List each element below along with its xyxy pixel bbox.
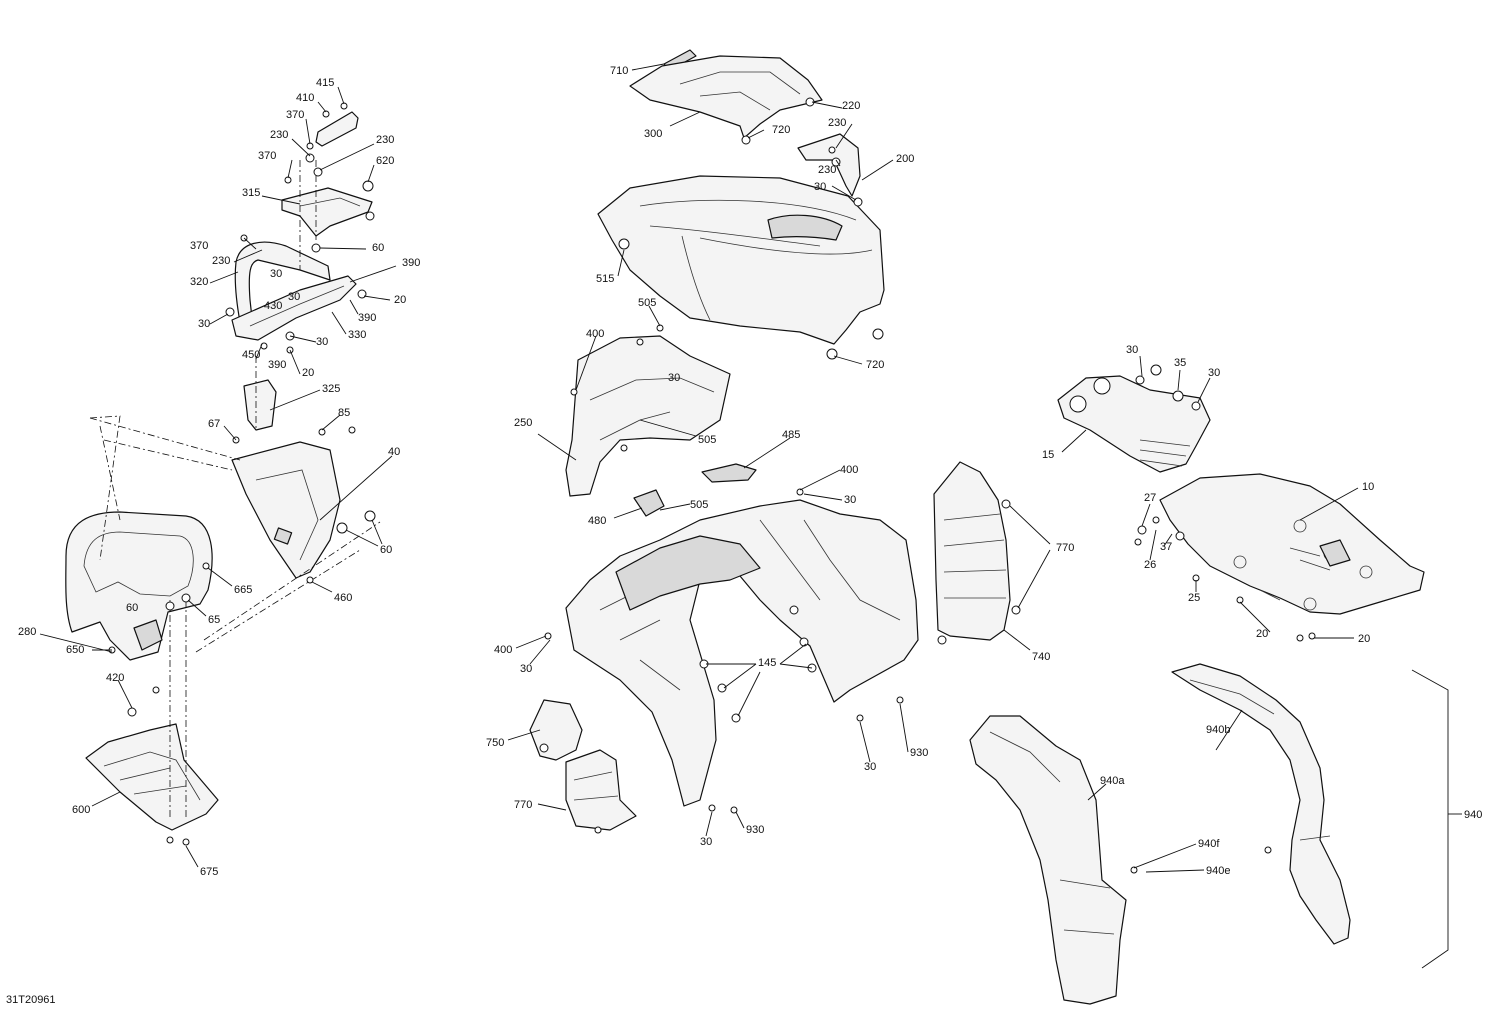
callout-label: 390: [402, 257, 420, 269]
callout-label: 26: [1144, 559, 1156, 571]
callout-label: 320: [190, 276, 208, 288]
callout-label: 30: [520, 663, 532, 675]
leader-lines: [39, 63, 1462, 873]
left-bracket-assembly: [65, 111, 373, 831]
callout-label: 30: [1208, 367, 1220, 379]
callout-label: 25: [1188, 592, 1200, 604]
callout-label: 505: [698, 434, 716, 446]
callout-label: 60: [126, 602, 138, 614]
callout-label: 620: [376, 155, 394, 167]
callout-label: 35: [1174, 357, 1186, 369]
callout-label: 720: [772, 124, 790, 136]
callout-label: 30: [198, 318, 210, 330]
callout-label: 220: [842, 100, 860, 112]
callout-label: 230: [270, 129, 288, 141]
callout-label: 750: [486, 737, 504, 749]
callout-label: 480: [588, 515, 606, 527]
callout-label: 370: [190, 240, 208, 252]
callout-label: 300: [644, 128, 662, 140]
callout-label: 505: [638, 297, 656, 309]
callout-label: 200: [896, 153, 914, 165]
callout-label: 460: [334, 592, 352, 604]
center-top-assembly: [597, 49, 885, 345]
callout-label: 400: [586, 328, 604, 340]
callout-label: 720: [866, 359, 884, 371]
callout-label: 67: [208, 418, 220, 430]
callout-label: 30: [864, 761, 876, 773]
fasteners: [108, 97, 1316, 874]
callout-label: 940a: [1100, 775, 1125, 787]
callout-label: 770: [514, 799, 532, 811]
mudguard-assembly: [969, 663, 1449, 1005]
callout-label: 230: [828, 117, 846, 129]
callout-label: 675: [200, 866, 218, 878]
callout-label: 60: [380, 544, 392, 556]
callout-label: 430: [264, 300, 282, 312]
callout-label: 410: [296, 92, 314, 104]
callout-label: 27: [1144, 492, 1156, 504]
callout-labels: 415 410 370 230 230 370 620 315 370 230 …: [18, 65, 1482, 878]
callout-label: 40: [388, 446, 400, 458]
callout-label: 30: [316, 336, 328, 348]
callout-label: 940: [1464, 809, 1482, 821]
callout-label: 30: [668, 372, 680, 384]
callout-label: 230: [818, 164, 836, 176]
callout-label: 230: [212, 255, 230, 267]
callout-label: 15: [1042, 449, 1054, 461]
callout-label: 20: [1358, 633, 1370, 645]
right-skid-assembly: [1057, 375, 1425, 615]
callout-label: 30: [700, 836, 712, 848]
callout-label: 940b: [1206, 724, 1230, 736]
callout-label: 30: [844, 494, 856, 506]
callout-label: 515: [596, 273, 614, 285]
callout-label: 60: [372, 242, 384, 254]
callout-label: 20: [1256, 628, 1268, 640]
callout-label: 710: [610, 65, 628, 77]
callout-label: 325: [322, 383, 340, 395]
callout-label: 230: [376, 134, 394, 146]
callout-label: 740: [1032, 651, 1050, 663]
callout-label: 415: [316, 77, 334, 89]
callout-label: 485: [782, 429, 800, 441]
callout-label: 85: [338, 407, 350, 419]
callout-label: 400: [840, 464, 858, 476]
callout-label: 37: [1160, 541, 1172, 553]
callout-label: 370: [286, 109, 304, 121]
drawing-reference-code: 31T20961: [6, 994, 56, 1006]
left-assembly-lines: [89, 160, 381, 820]
callout-label: 20: [302, 367, 314, 379]
callout-label: 30: [1126, 344, 1138, 356]
callout-label: 930: [746, 824, 764, 836]
callout-label: 650: [66, 644, 84, 656]
callout-label: 390: [358, 312, 376, 324]
callout-label: 30: [270, 268, 282, 280]
callout-label: 10: [1362, 481, 1374, 493]
callout-label: 145: [758, 657, 776, 669]
callout-label: 940f: [1198, 838, 1220, 850]
callout-label: 770: [1056, 542, 1074, 554]
callout-label: 940e: [1206, 865, 1230, 877]
callout-label: 400: [494, 644, 512, 656]
callout-label: 505: [690, 499, 708, 511]
callout-label: 250: [514, 417, 532, 429]
callout-label: 65: [208, 614, 220, 626]
callout-label: 370: [258, 150, 276, 162]
center-panel-assembly: [529, 335, 1011, 831]
callout-label: 600: [72, 804, 90, 816]
callout-label: 20: [394, 294, 406, 306]
callout-label: 330: [348, 329, 366, 341]
callout-label: 450: [242, 349, 260, 361]
callout-label: 930: [910, 747, 928, 759]
callout-label: 280: [18, 626, 36, 638]
callout-label: 30: [814, 181, 826, 193]
callout-label: 30: [288, 291, 300, 303]
callout-label: 390: [268, 359, 286, 371]
callout-label: 665: [234, 584, 252, 596]
callout-label: 315: [242, 187, 260, 199]
callout-label: 420: [106, 672, 124, 684]
